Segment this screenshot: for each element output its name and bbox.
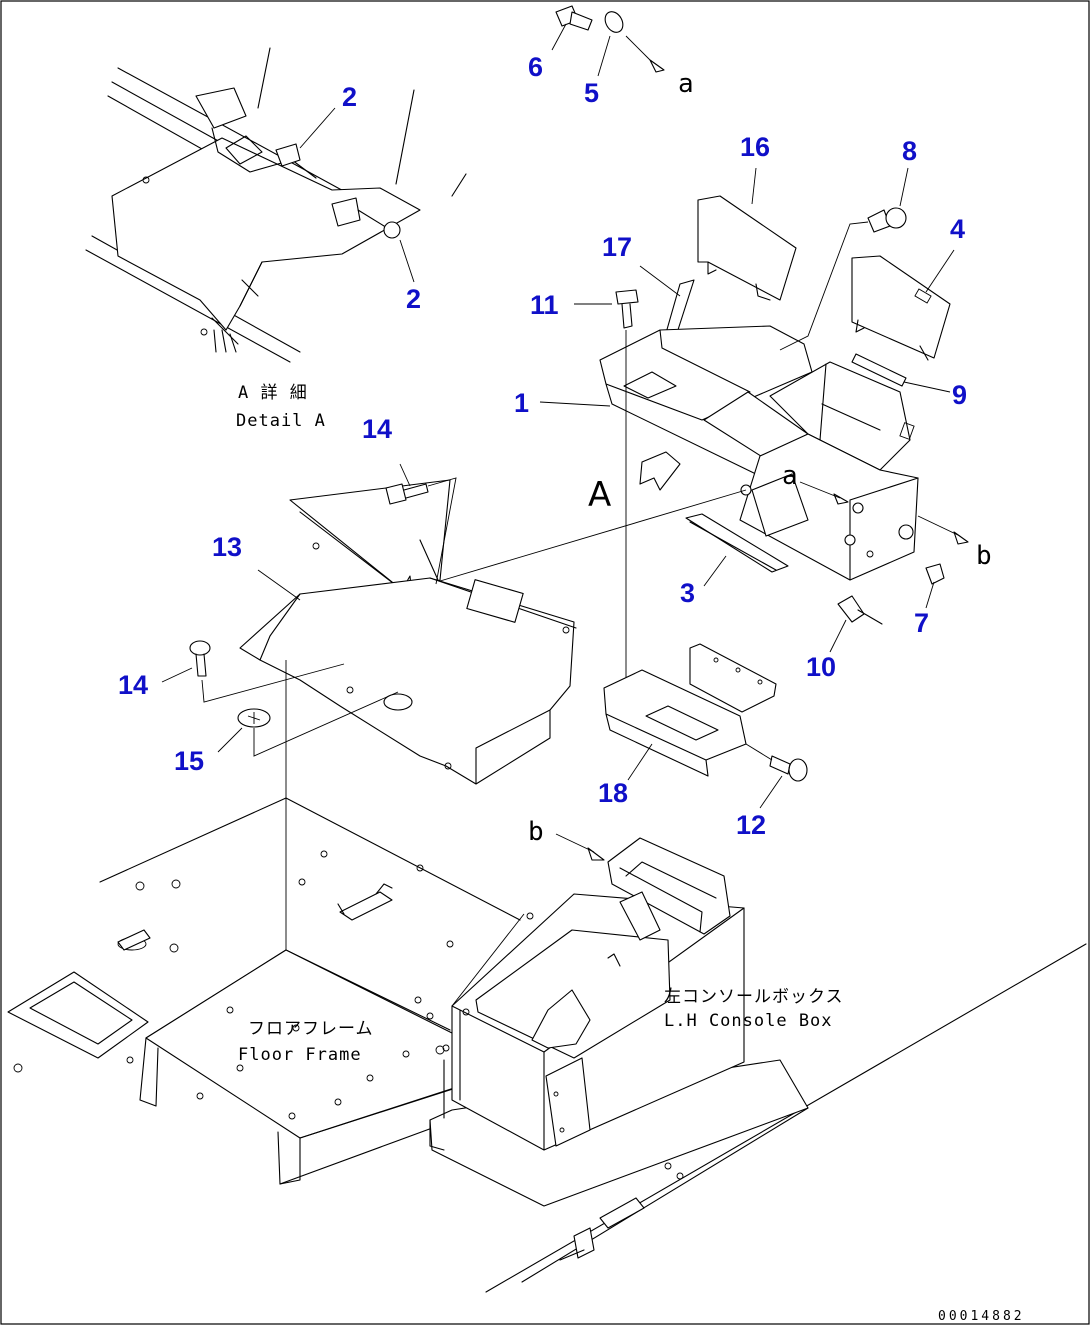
ref-b-right: b: [976, 541, 992, 571]
leader-2b: [399, 239, 415, 283]
leader-15: [217, 727, 243, 753]
ref-a-top: a: [678, 69, 694, 99]
callout-13: 13: [212, 532, 242, 562]
callout-2b: 2: [406, 284, 421, 314]
callout-14a: 14: [362, 414, 392, 444]
callout-7: 7: [914, 608, 929, 638]
console-box-en-label: L.H Console Box: [664, 1011, 833, 1031]
console-box-jp-label: 左コンソールボックス: [664, 987, 844, 1007]
callout-18: 18: [598, 778, 628, 808]
console-box-drawing: [429, 833, 809, 1207]
callout-11: 11: [530, 290, 559, 320]
leader-2a: [299, 107, 336, 149]
leader-17: [639, 265, 681, 297]
leader-12: [759, 775, 783, 809]
callout-4: 4: [950, 214, 965, 244]
leader-5: [597, 35, 611, 77]
leader-4: [925, 249, 955, 293]
ref-b-console: b: [528, 817, 544, 847]
callout-9: 9: [952, 380, 967, 410]
callout-12: 12: [736, 810, 766, 840]
tray-18-assembly: [603, 643, 808, 782]
panel-13-assembly: [189, 477, 577, 950]
callout-10: 10: [806, 652, 836, 682]
callout-6: 6: [528, 52, 543, 82]
callout-5: 5: [584, 78, 599, 108]
view-letter-a: A: [588, 475, 611, 515]
leader-1: [539, 401, 611, 407]
leader-18: [627, 743, 653, 781]
callout-17: 17: [602, 232, 632, 262]
callout-16: 16: [740, 132, 770, 162]
callout-14b: 14: [118, 670, 148, 700]
ref-a-box: a: [782, 461, 798, 491]
detail-a-drawing: [85, 47, 467, 363]
leader-3: [703, 555, 727, 587]
callout-8: 8: [902, 136, 917, 166]
document-id: 00014882: [938, 1309, 1025, 1324]
leader-10: [829, 619, 847, 653]
leader-16: [751, 167, 757, 205]
leader-14a: [399, 463, 411, 487]
callout-1: 1: [514, 388, 529, 418]
floor-frame-en-label: Floor Frame: [238, 1045, 362, 1065]
leader-6: [551, 23, 567, 51]
callout-15: 15: [174, 746, 204, 776]
leader-8: [899, 167, 909, 207]
upper-console-assembly: [429, 195, 969, 720]
bolt-6-and-washer-5: [555, 5, 665, 73]
leader-7: [925, 581, 935, 609]
leader-14b: [161, 667, 193, 683]
callout-3: 3: [680, 578, 695, 608]
detail-a-en-label: Detail A: [236, 411, 326, 431]
leader-9: [903, 381, 951, 393]
leader-13: [257, 569, 301, 601]
callout-2a: 2: [342, 82, 357, 112]
detail-a-jp-label: A 詳 細: [238, 383, 308, 403]
floor-frame-jp-label: フロアフレーム: [248, 1019, 374, 1039]
